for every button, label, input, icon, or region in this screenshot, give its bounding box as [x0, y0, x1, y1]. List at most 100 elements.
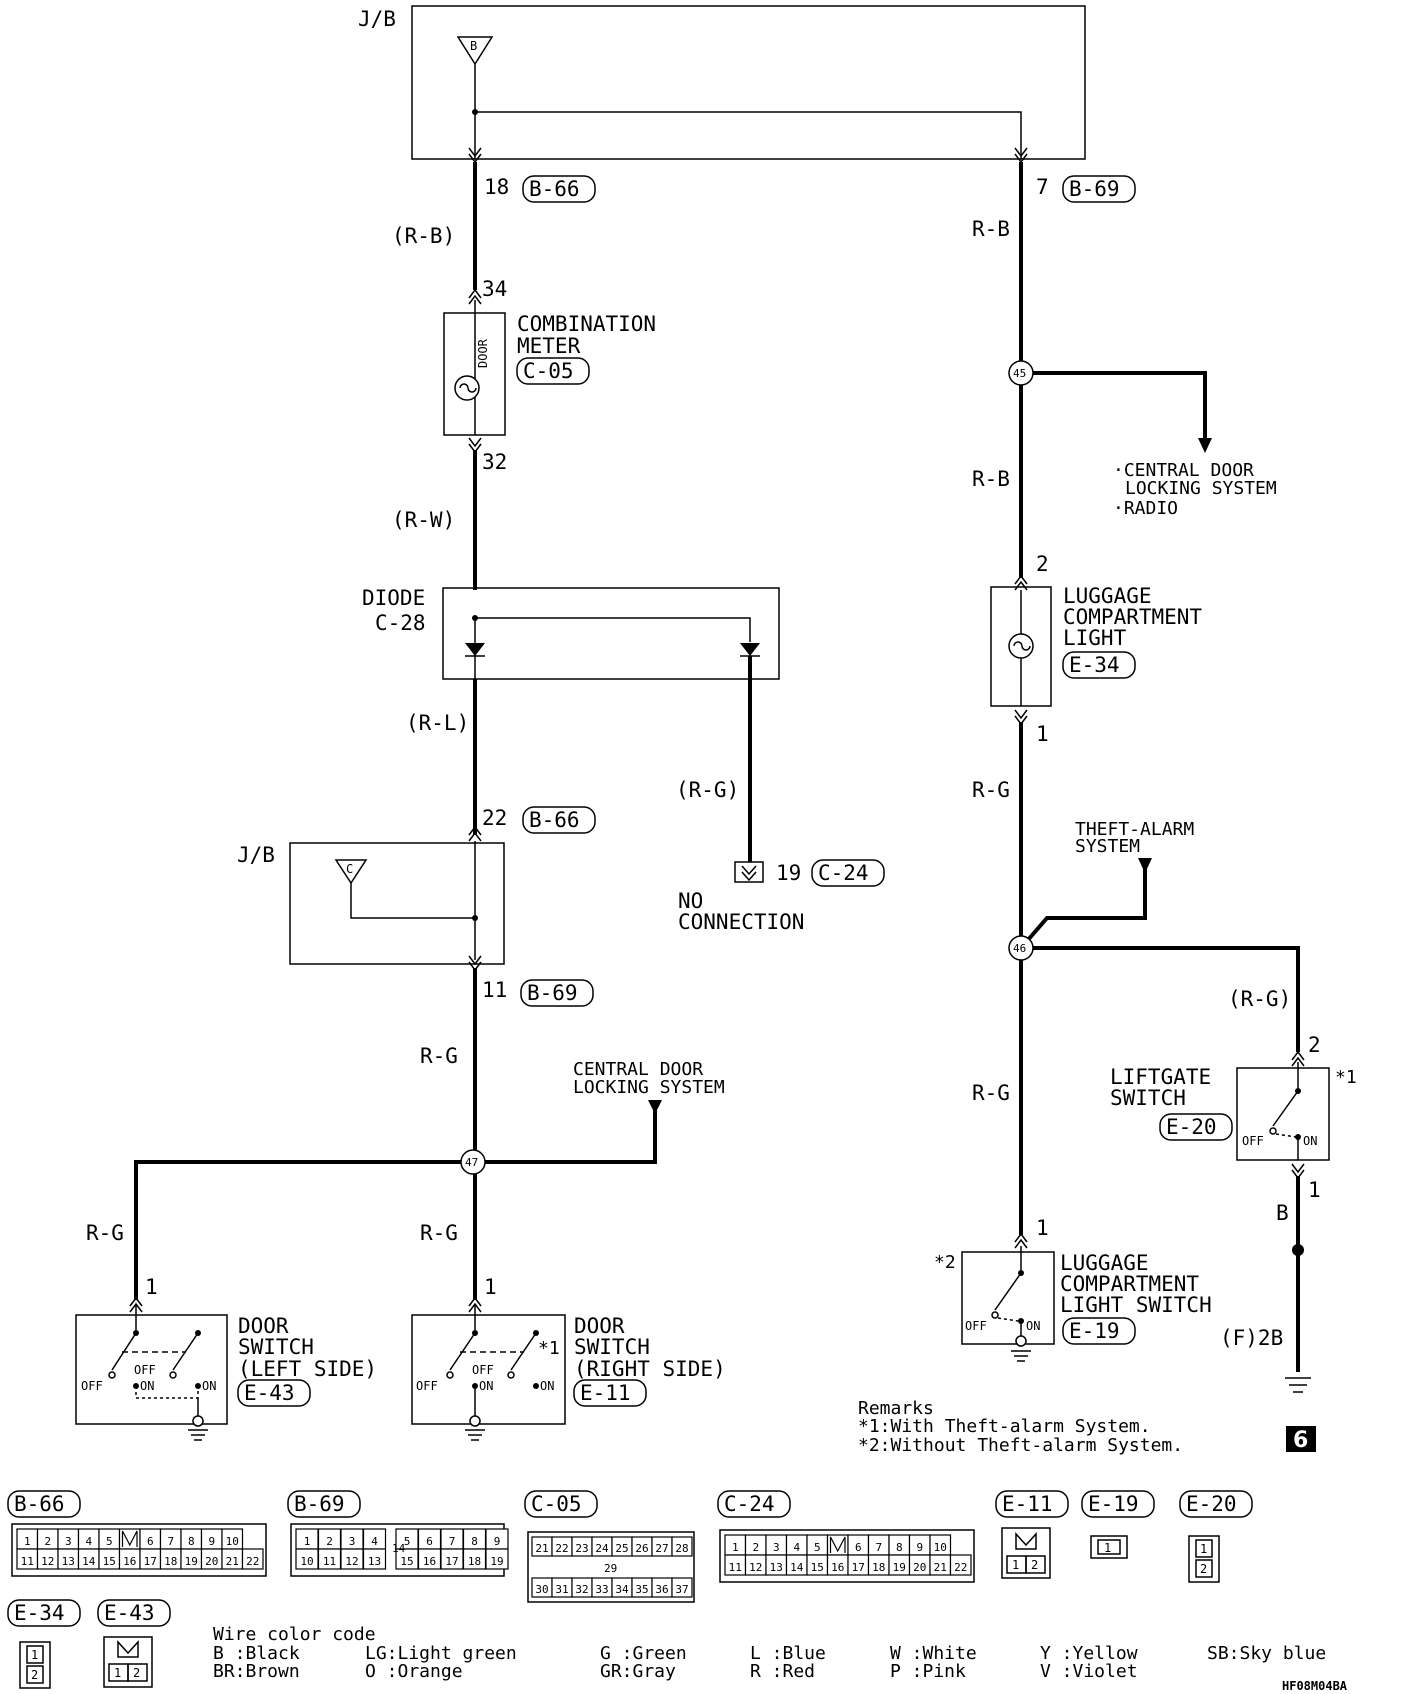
theft-alarm-label: THEFT-ALARM	[1075, 819, 1194, 840]
connector-c05-view-title: C-05	[531, 1492, 582, 1516]
color-code-entry: GR:Gray	[600, 1661, 676, 1682]
page-number-badge	[1286, 1426, 1316, 1452]
connector-e20-view-title: E-20	[1186, 1492, 1237, 1516]
diode-box	[442, 587, 780, 680]
pin-label: 18	[164, 1555, 177, 1568]
connector-c24-view	[719, 1529, 975, 1583]
pin-label: 16	[123, 1555, 136, 1568]
wire-color-r-b-2: R-B	[972, 217, 1010, 241]
pin-label: 16	[831, 1561, 844, 1574]
no-connection-label-2: CONNECTION	[678, 910, 804, 934]
switch-off-label: OFF	[472, 1363, 494, 1377]
pin-label: 12	[749, 1561, 762, 1574]
pin-label: 13	[368, 1555, 381, 1568]
meter-pin-34: 34	[482, 277, 507, 301]
pin-label: 1	[1104, 1541, 1111, 1555]
pin-label: 11	[323, 1555, 336, 1568]
central-lock-label-2: LOCKING SYSTEM	[573, 1077, 725, 1098]
connector-b66-tag-2: B-66	[529, 808, 580, 832]
connector-e34-view-title: E-34	[14, 1601, 65, 1625]
page-number: 6	[1293, 1428, 1308, 1453]
pin-label: 3	[65, 1535, 72, 1548]
key-icon	[829, 1536, 846, 1553]
connector-c24-view-title: C-24	[724, 1492, 775, 1516]
pin-label: 8	[896, 1541, 903, 1554]
luggage-light-name: LUGGAGE	[1063, 584, 1152, 608]
pin-label: 32	[575, 1583, 588, 1596]
pin-label: 15	[811, 1561, 824, 1574]
pin-label: 1	[114, 1666, 121, 1680]
pin-label: 2	[31, 1668, 38, 1682]
left-branch: 18 B-66 (R-B) 34 DOOR COMBINATION METER …	[75, 162, 885, 1441]
connector-e34-tag: E-34	[1069, 653, 1120, 677]
branch-dest-label: ·CENTRAL DOOR	[1113, 460, 1254, 481]
pin-label: 18	[872, 1561, 885, 1574]
lcls-name-3: LIGHT SWITCH	[1060, 1293, 1212, 1317]
diode-name: DIODE	[362, 586, 425, 610]
key-icon	[121, 1530, 138, 1547]
pin-cell	[671, 1536, 693, 1557]
pin-label: 9	[494, 1535, 501, 1548]
pin-label: 15	[103, 1555, 116, 1568]
door-switch-right: 1 OFF ON OFF ON *1 DOOR SWITCH (RIGHT SI…	[411, 1275, 726, 1441]
pin-cell	[241, 1548, 264, 1570]
pin-cell	[949, 1554, 972, 1576]
pin-label: 33	[595, 1583, 608, 1596]
document-code: HF08M04BA	[1282, 1679, 1348, 1693]
liftgate-mark: *1	[1335, 1067, 1357, 1088]
pin-label: 7	[167, 1535, 174, 1548]
door-right-mark: *1	[538, 1338, 560, 1359]
pin-label: 5	[404, 1535, 411, 1548]
lamp-pin-2: 2	[1036, 552, 1049, 576]
branch-arrow-icon	[1138, 858, 1152, 873]
wire-color-r-g-1: R-G	[420, 1044, 458, 1068]
color-code-entry: G :Green	[600, 1643, 687, 1664]
pin-label: 6	[426, 1535, 433, 1548]
pin-label: 13	[770, 1561, 783, 1574]
switch-on-label: ON	[1303, 1134, 1317, 1148]
junction-47-label: 47	[465, 1156, 478, 1169]
connector-b66-tag: B-66	[529, 177, 580, 201]
pin-label: 12	[41, 1555, 54, 1568]
connector-b66-view-title: B-66	[14, 1492, 65, 1516]
door-switch-right-name: DOOR	[574, 1314, 625, 1338]
pin-7-label: 7	[1036, 175, 1049, 199]
pin-label: 1	[1012, 1558, 1019, 1572]
connector-e19-tag: E-19	[1069, 1319, 1120, 1343]
pin-label: 21	[226, 1555, 239, 1568]
connector-e43-view	[103, 1636, 153, 1688]
luggage-light-name-2: COMPARTMENT	[1063, 605, 1202, 629]
connector-e19-view	[1090, 1535, 1128, 1559]
color-code-entry: SB:Sky blue	[1207, 1643, 1326, 1664]
pin-label: 37	[675, 1583, 688, 1596]
pin-label: 3	[773, 1541, 780, 1554]
pin-label: 31	[555, 1583, 568, 1596]
pin-label: 15	[400, 1555, 413, 1568]
ground-point-label: (F)2B	[1220, 1326, 1283, 1350]
connector-e20-view	[1188, 1535, 1220, 1583]
remarks: Remarks *1:With Theft-alarm System. *2:W…	[858, 1398, 1316, 1456]
junction-45-label: 45	[1013, 367, 1026, 380]
pin-label: 5	[106, 1535, 113, 1548]
connector-e34-view	[19, 1641, 51, 1689]
pin-label: 22	[555, 1542, 568, 1555]
wire-color-code: Wire color code B :Black BR:Brown LG:Lig…	[213, 1624, 1326, 1682]
switch-on-label: ON	[202, 1379, 216, 1393]
pin-label: 17	[144, 1555, 157, 1568]
pin-label: 2	[44, 1535, 51, 1548]
door-right-pin: 1	[484, 1275, 497, 1299]
right-branch: 7 B-69 R-B 45 ·CENTRAL DOOR LOCKING SYST…	[934, 162, 1357, 1393]
connector-e11-view	[1001, 1527, 1051, 1579]
pin-label: 27	[655, 1542, 668, 1555]
branch-dest-label-2: LOCKING SYSTEM	[1125, 478, 1277, 499]
diode-code: C-28	[375, 611, 426, 635]
pin-label: 17	[852, 1561, 865, 1574]
pin-label: 8	[188, 1535, 195, 1548]
liftgate-name-2: SWITCH	[1110, 1086, 1186, 1110]
connector-e19-view-title: E-19	[1088, 1492, 1139, 1516]
pin-cell	[671, 1577, 693, 1598]
pin-label: 2	[133, 1666, 140, 1680]
wire-color-r-l: (R-L)	[406, 711, 469, 735]
bulb-icon	[454, 375, 480, 401]
